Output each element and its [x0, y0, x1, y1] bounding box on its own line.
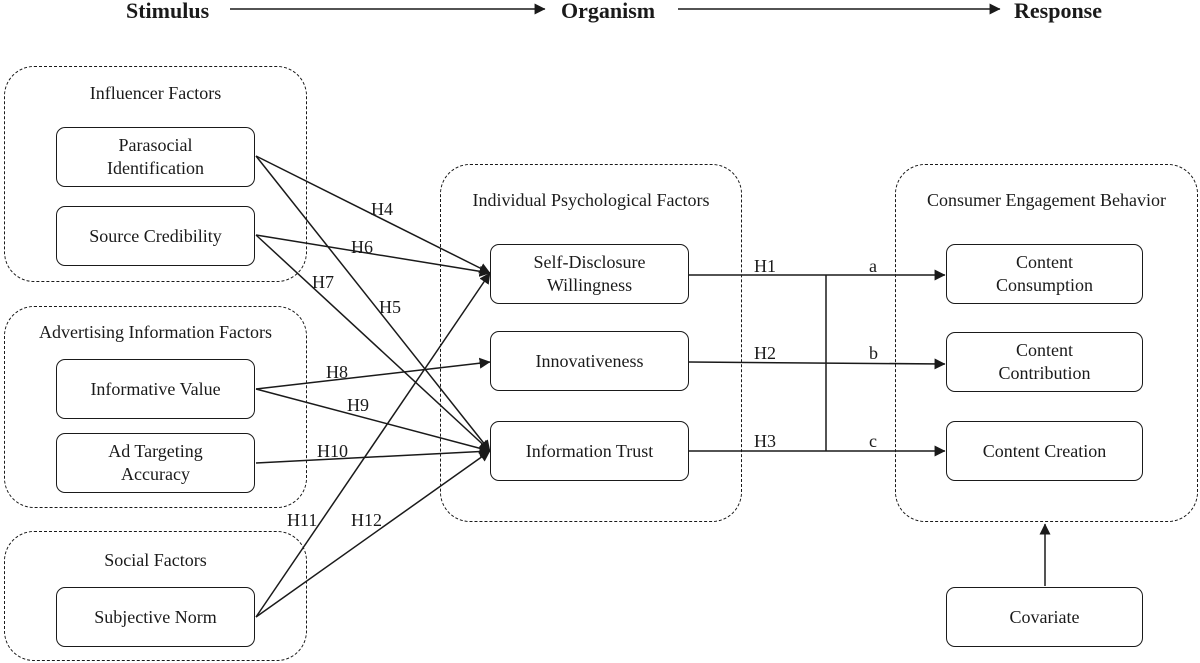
path-h9: [255, 388, 491, 454]
ad-targeting-accuracy-node: Ad Targeting Accuracy: [56, 433, 255, 493]
path-label-h4: H4: [371, 199, 393, 219]
path-label-h11: H11: [287, 510, 318, 530]
node-label: Accuracy: [121, 464, 190, 484]
path-label-h9: H9: [347, 395, 369, 415]
node-label: Contribution: [998, 363, 1091, 383]
path-label-h10: H10: [317, 441, 348, 461]
stimulus-header: Stimulus: [126, 0, 210, 23]
node-label: Self-Disclosure: [533, 252, 646, 272]
node-label: Content Creation: [982, 440, 1107, 461]
node-label: Covariate: [1009, 606, 1080, 627]
content-contribution-node: Content Contribution: [946, 332, 1143, 392]
psychological-factors-group: [440, 164, 742, 522]
self-disclosure-willingness-node: Self-Disclosure Willingness: [490, 244, 689, 304]
organism-header: Organism: [561, 0, 656, 23]
node-label: Information Trust: [525, 440, 654, 461]
node-label: Willingness: [546, 275, 633, 295]
node-label: Consumption: [995, 275, 1093, 295]
path-label-h7: H7: [312, 272, 334, 292]
advertising-factors-group: [4, 306, 307, 508]
engagement-behavior-title: Consumer Engagement Behavior: [927, 190, 1166, 210]
social-factors-title: Social Factors: [104, 550, 207, 570]
innovativeness-node: Innovativeness: [490, 331, 689, 391]
path-label-h12: H12: [351, 510, 382, 530]
path-h12: [255, 450, 491, 618]
source-credibility-node: Source Credibility: [56, 206, 255, 266]
path-label-h8: H8: [326, 362, 348, 382]
node-label: Innovativeness: [535, 350, 644, 371]
path-h10: [255, 446, 491, 464]
covariate-node: Covariate: [946, 587, 1143, 647]
path-h2: [688, 358, 946, 370]
path-label-h1: H1: [754, 256, 776, 276]
node-label: Source Credibility: [89, 225, 222, 246]
path-label-c: c: [869, 431, 877, 451]
response-header: Response: [1014, 0, 1103, 23]
node-label: Content: [1016, 252, 1073, 272]
path-label-b: b: [869, 343, 878, 363]
information-trust-node: Information Trust: [490, 421, 689, 481]
node-label: Parasocial: [118, 135, 193, 155]
path-h5: [255, 155, 491, 452]
path-label-h6: H6: [351, 237, 373, 257]
node-label: Subjective Norm: [94, 606, 217, 627]
path-label-h3: H3: [754, 431, 776, 451]
node-label: Ad Targeting: [108, 441, 203, 461]
content-creation-node: Content Creation: [946, 421, 1143, 481]
path-label-h5: H5: [379, 297, 401, 317]
psychological-factors-title: Individual Psychological Factors: [472, 190, 710, 210]
node-label: Content: [1016, 340, 1073, 360]
parasocial-identification-node: Parasocial Identification: [56, 127, 255, 187]
influencer-factors-title: Influencer Factors: [89, 83, 222, 103]
path-h4: [255, 155, 491, 274]
path-label-h2: H2: [754, 343, 776, 363]
influencer-factors-group: [4, 66, 307, 282]
path-h6: [255, 234, 491, 277]
path-label-a: a: [869, 256, 877, 276]
informative-value-node: Informative Value: [56, 359, 255, 419]
social-factors-group: [4, 531, 307, 661]
engagement-behavior-group: [895, 164, 1198, 522]
content-consumption-node: Content Consumption: [946, 244, 1143, 304]
path-h8: [255, 357, 491, 390]
subjective-norm-node: Subjective Norm: [56, 587, 255, 647]
advertising-factors-title: Advertising Information Factors: [39, 322, 272, 342]
node-label: Informative Value: [90, 378, 221, 399]
node-label: Identification: [107, 158, 204, 178]
